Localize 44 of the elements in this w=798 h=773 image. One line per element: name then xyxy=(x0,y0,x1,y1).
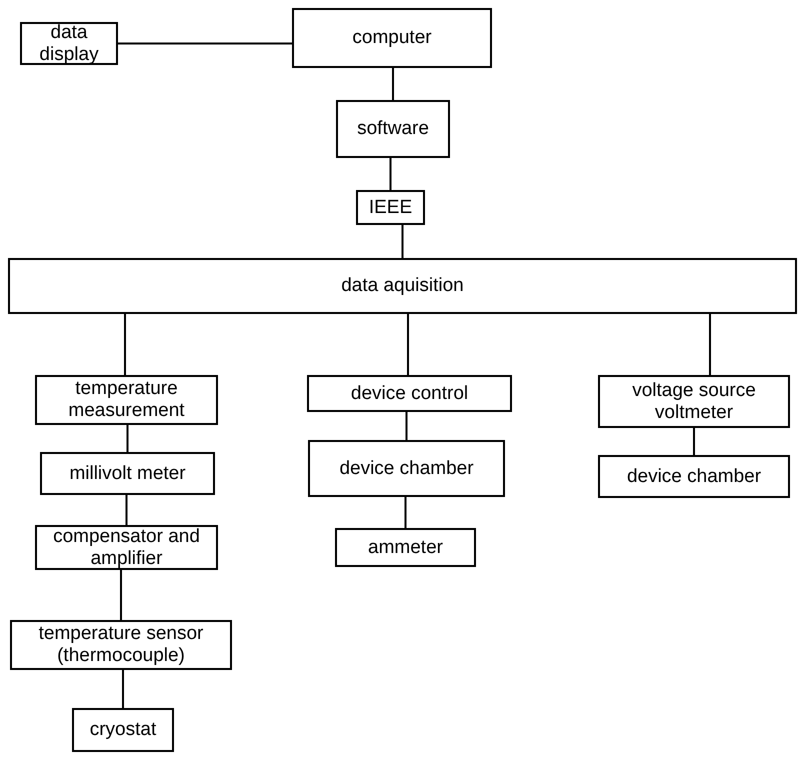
box-label: data aquisition xyxy=(341,275,464,297)
process-box xyxy=(72,708,174,752)
box-label: IEEE xyxy=(368,196,412,218)
connector-line xyxy=(404,497,406,528)
connector-line xyxy=(126,495,128,525)
box-label: software xyxy=(357,118,429,140)
process-box xyxy=(35,525,218,570)
connector-line xyxy=(406,412,408,440)
connector-line xyxy=(390,158,392,190)
process-box xyxy=(308,440,505,497)
connector-line xyxy=(402,225,404,258)
process-box xyxy=(598,455,790,498)
process-box xyxy=(8,258,797,314)
box-label: cryostat xyxy=(90,719,156,741)
box-label: device control xyxy=(350,382,468,404)
process-box xyxy=(335,528,476,567)
process-box xyxy=(292,8,492,68)
connector-line xyxy=(693,428,695,455)
process-box xyxy=(336,100,450,158)
connector-line xyxy=(392,68,394,100)
connector-line xyxy=(118,42,292,44)
process-box xyxy=(20,22,118,65)
process-box xyxy=(598,375,790,428)
box-label: ammeter xyxy=(368,536,443,558)
connector-line xyxy=(122,670,124,708)
box-label: temperature measurement xyxy=(67,378,186,422)
box-label: temperature sensor (thermocouple) xyxy=(38,623,204,667)
process-box xyxy=(307,375,512,412)
box-label: millivolt meter xyxy=(69,462,186,484)
box-label: voltage source voltmeter xyxy=(631,380,757,424)
process-box xyxy=(40,452,215,495)
box-label: data display xyxy=(38,22,100,66)
process-box xyxy=(35,375,218,425)
connector-line xyxy=(120,570,122,620)
connector-line xyxy=(124,314,126,375)
connector-line xyxy=(709,314,711,375)
box-label: device chamber xyxy=(339,458,474,480)
box-label: compensator and amplifier xyxy=(52,526,201,570)
box-label: device chamber xyxy=(626,466,762,488)
process-box xyxy=(10,620,232,670)
connector-line xyxy=(126,425,128,452)
process-box xyxy=(356,190,425,225)
connector-line xyxy=(407,314,409,375)
box-label: computer xyxy=(352,27,432,49)
